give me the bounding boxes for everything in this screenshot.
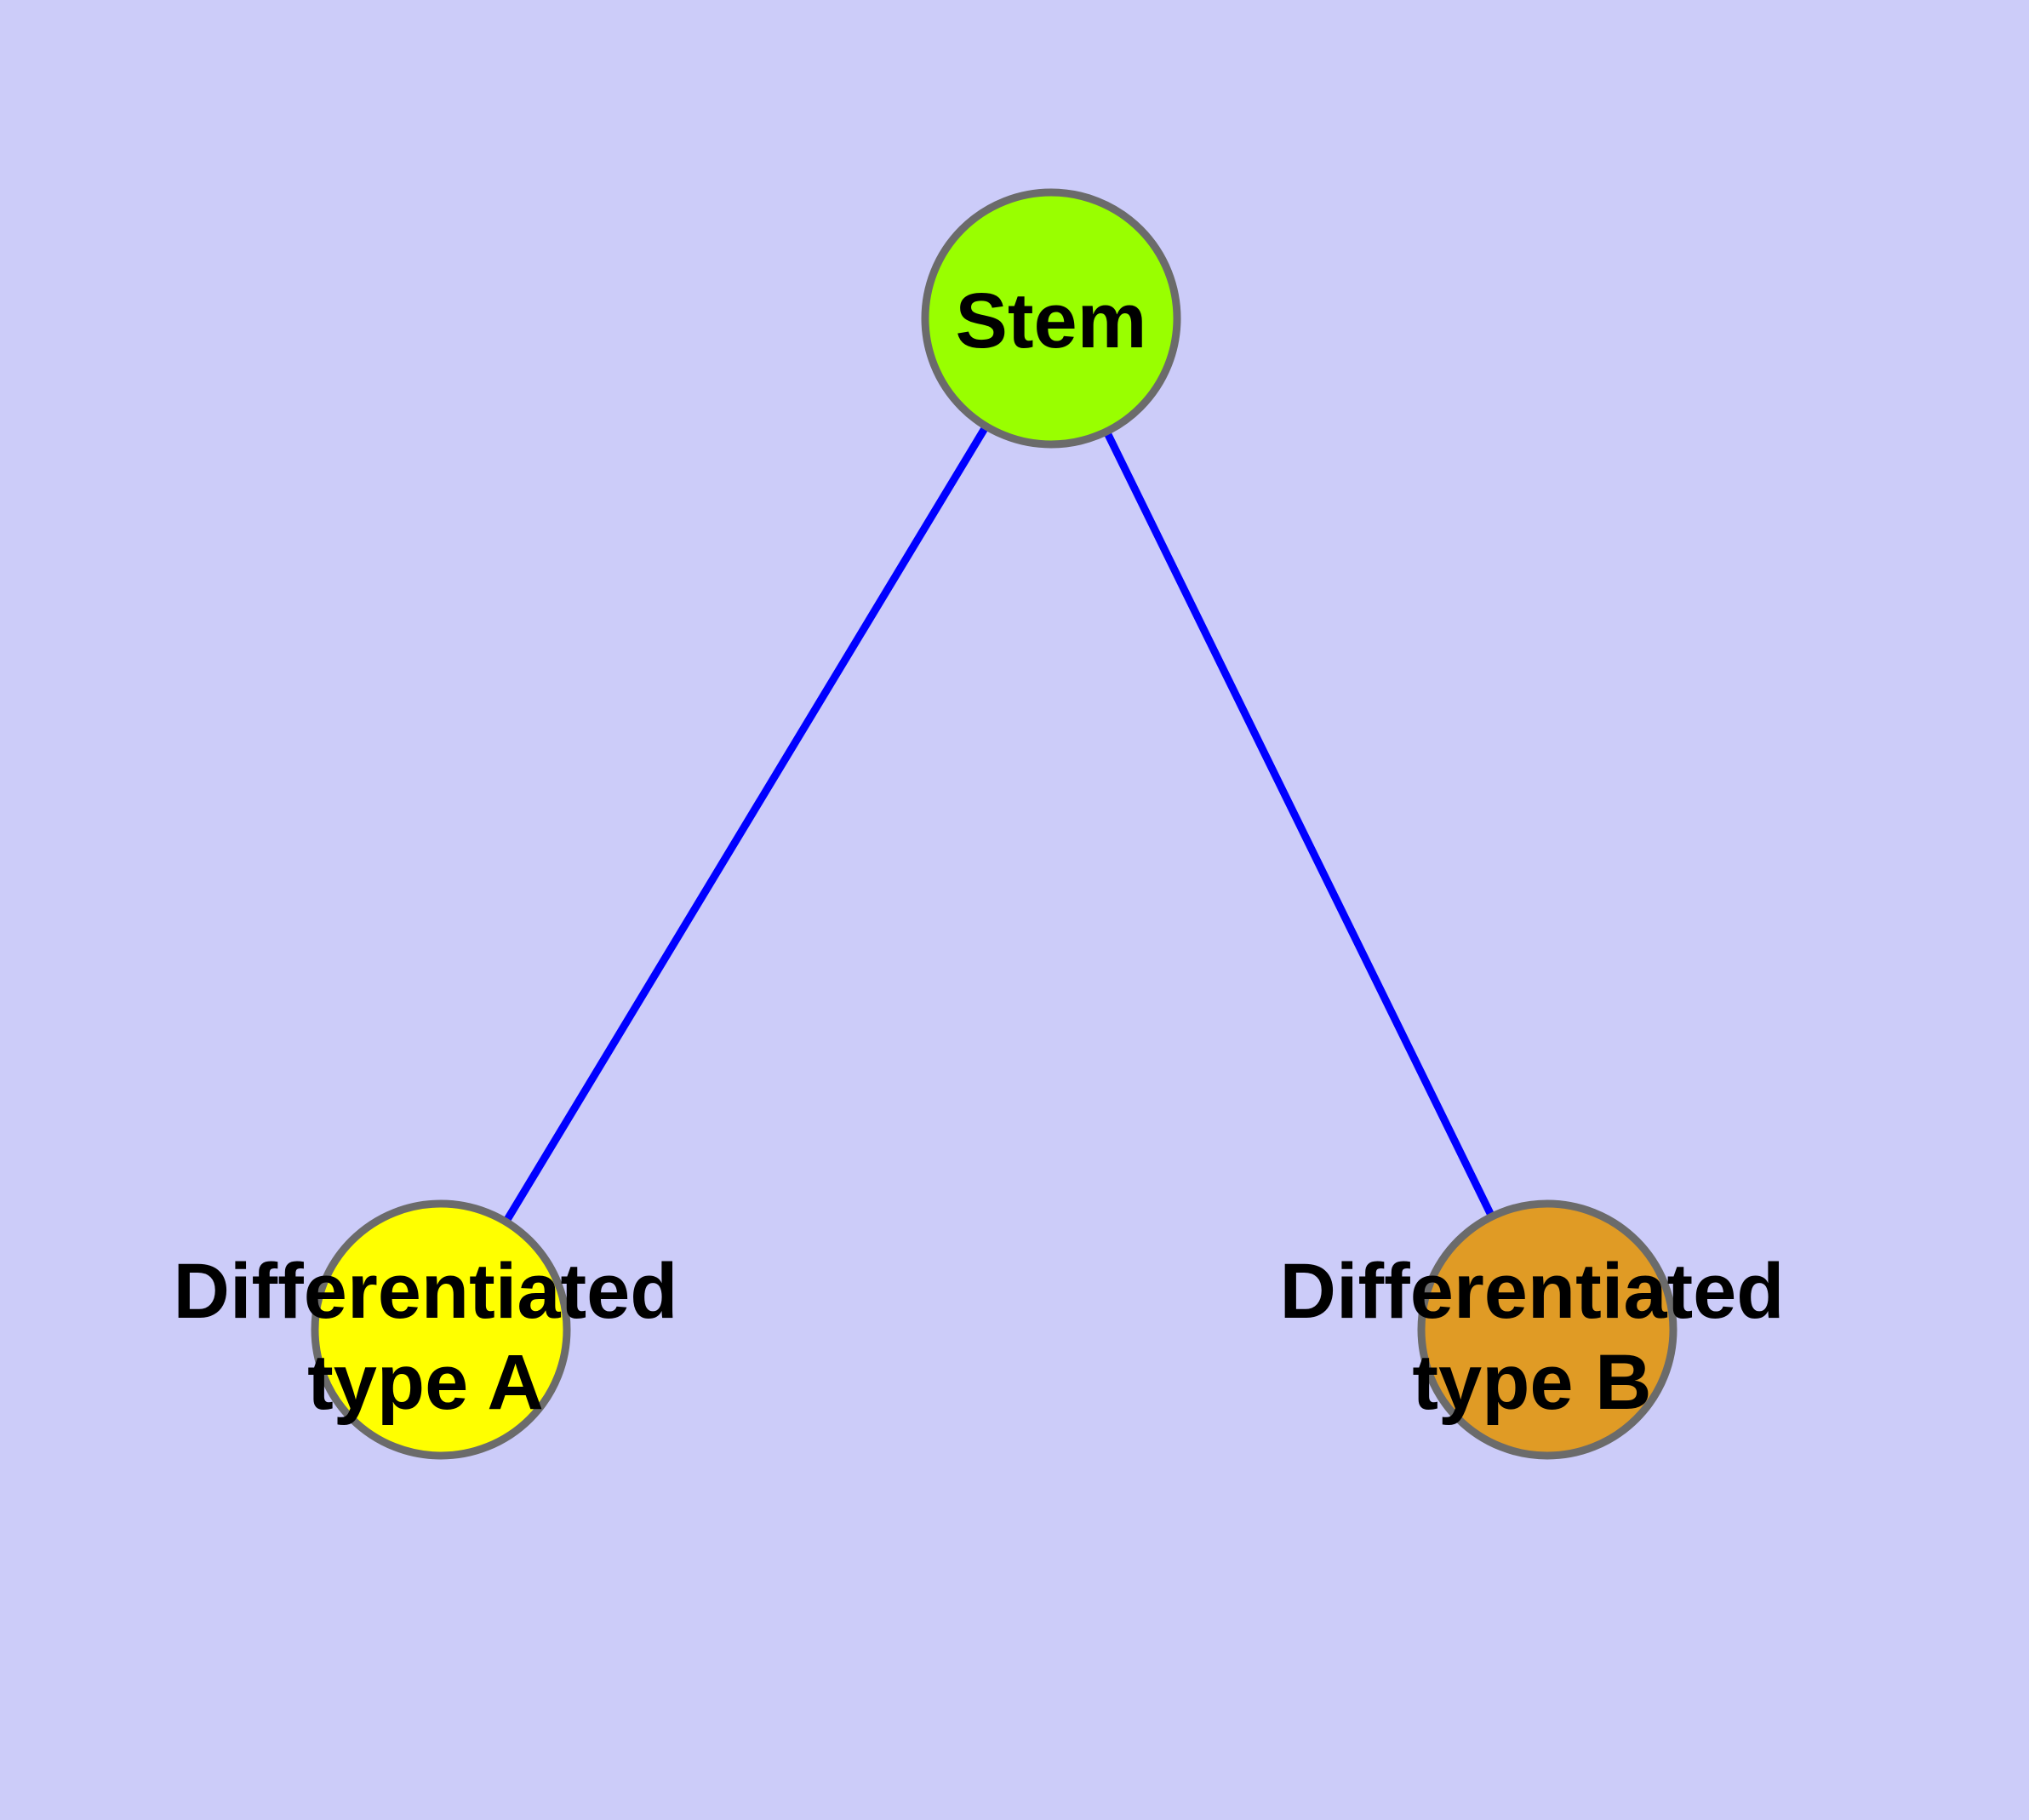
node-label-differentiated-type-b-line2: type B (1412, 1339, 1651, 1426)
node-label-differentiated-type-a-line1: Differentiated (174, 1248, 678, 1335)
node-label-differentiated-type-a-line2: type A (307, 1339, 544, 1426)
node-differentiated-type-b[interactable]: Differentiated type B (1280, 1199, 1785, 1460)
edges-layer (437, 316, 1552, 1332)
node-circle-differentiated-type-b[interactable] (1417, 1199, 1677, 1460)
node-differentiated-type-a[interactable]: Differentiated type A (174, 1199, 678, 1460)
nodes-layer: Differentiated type A Differentiated typ… (174, 188, 1785, 1460)
node-circle-stem[interactable] (921, 188, 1181, 449)
node-stem[interactable]: Stem (921, 188, 1181, 449)
edge-stem-to-differentiated-type-b[interactable] (1047, 317, 1552, 1331)
node-label-differentiated-type-b-line1: Differentiated (1280, 1248, 1785, 1335)
node-circle-differentiated-type-a[interactable] (311, 1199, 571, 1460)
edge-stem-to-differentiated-type-a[interactable] (437, 316, 1055, 1332)
node-label-stem-line1: Stem (956, 278, 1147, 364)
